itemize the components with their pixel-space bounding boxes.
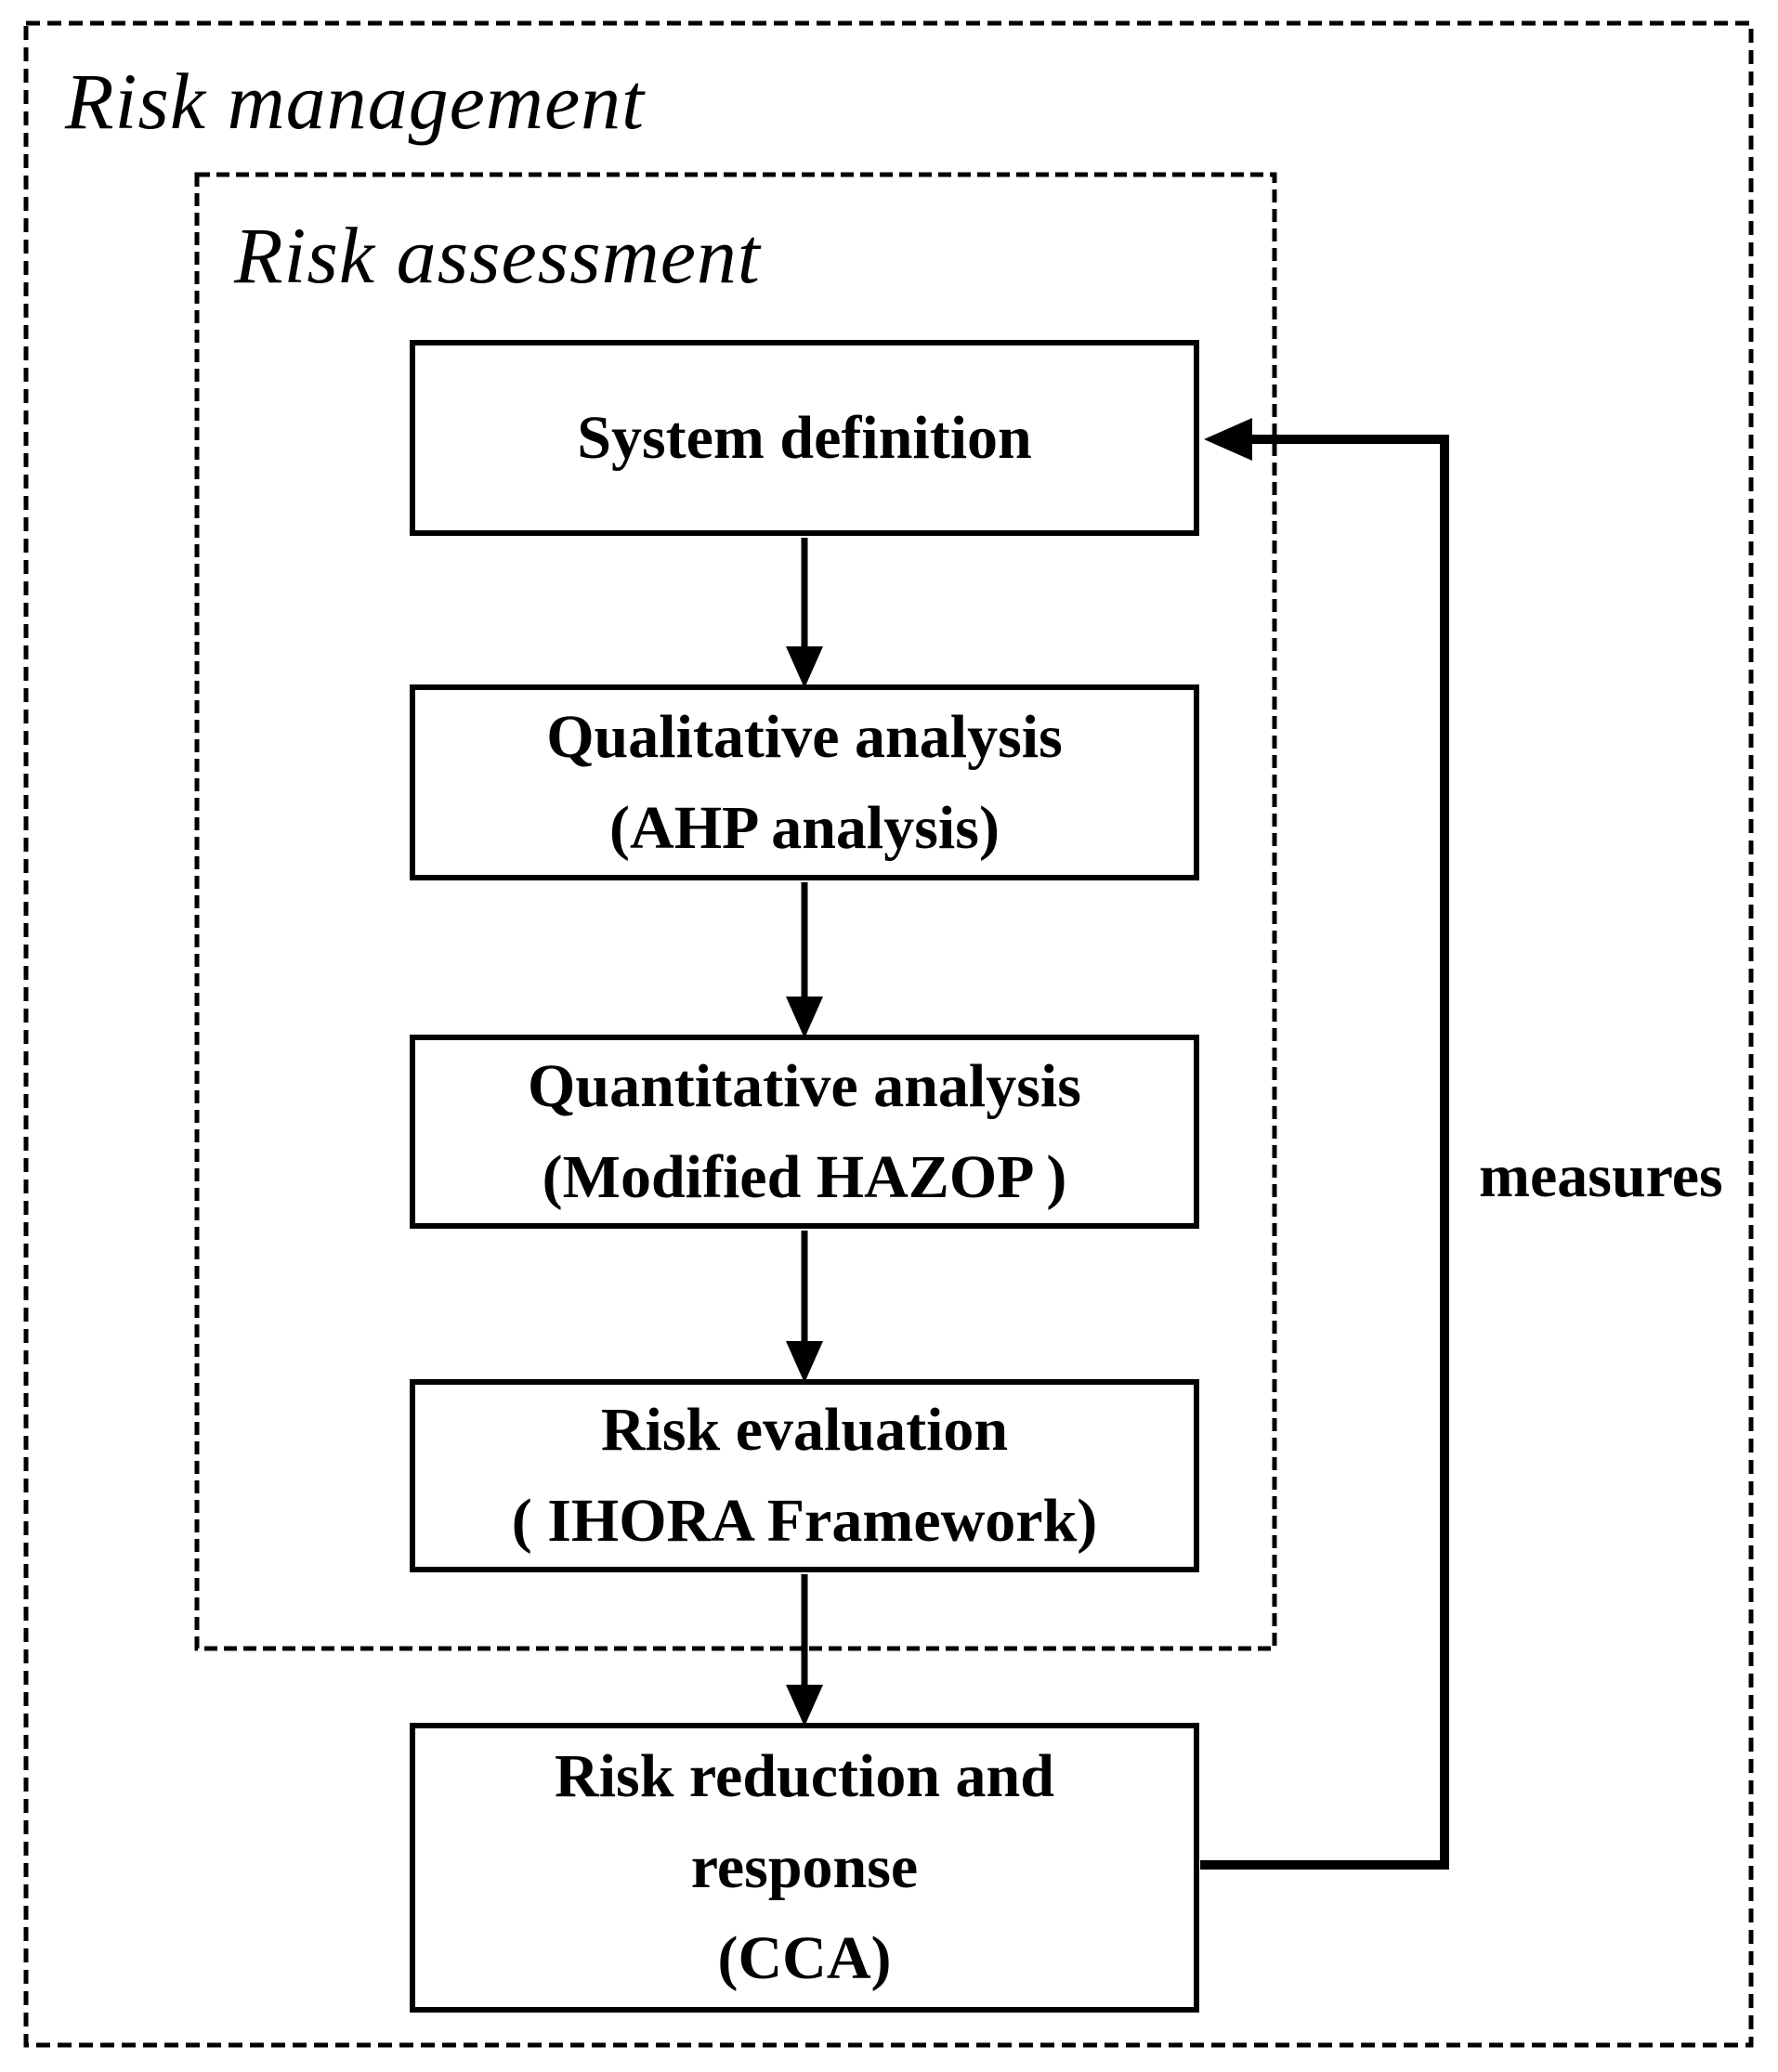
flow-box-quantitative-analysis: Quantitative analysis (Modified HAZOP ) — [410, 1035, 1199, 1229]
arrow-quantitative-to-evaluation — [786, 1231, 823, 1383]
flow-box-line: Risk reduction and — [555, 1742, 1054, 1810]
flow-box-line: Quantitative analysis — [528, 1051, 1081, 1120]
arrow-evaluation-to-reduction — [786, 1574, 823, 1727]
arrow-qualitative-to-quantitative — [786, 882, 823, 1038]
flow-box-line: (AHP analysis) — [609, 793, 1000, 862]
risk-management-frame — [23, 20, 1754, 2048]
flow-box-line: Risk evaluation — [600, 1396, 1009, 1464]
arrow-head-down-icon — [786, 646, 823, 688]
flow-box-risk-evaluation: Risk evaluation ( IHORA Framework) — [410, 1379, 1199, 1572]
arrow-system-to-qualitative — [786, 538, 823, 688]
flow-box-line: System definition — [577, 403, 1032, 472]
arrow-head-down-icon — [786, 997, 823, 1038]
flow-box-qualitative-analysis: Qualitative analysis (AHP analysis) — [410, 684, 1199, 880]
risk-assessment-label: Risk assessment — [234, 211, 761, 300]
feedback-arrow-shaft — [1200, 435, 1449, 1870]
arrow-head-left-icon — [1204, 418, 1252, 461]
risk-assessment-frame — [194, 172, 1277, 1651]
risk-management-label: Risk management — [65, 57, 646, 146]
flow-box-line: Qualitative analysis — [546, 702, 1063, 771]
flow-box-line: (Modified HAZOP ) — [542, 1142, 1067, 1211]
flow-box-line: (CCA) — [717, 1924, 892, 1992]
arrow-head-down-icon — [786, 1685, 823, 1727]
flow-box-system-definition: System definition — [410, 340, 1199, 536]
feedback-arrow-measures — [1200, 418, 1449, 1870]
flow-box-line: ( IHORA Framework) — [511, 1487, 1098, 1555]
flow-box-risk-reduction-response: Risk reduction and response (CCA) — [410, 1723, 1199, 2013]
arrow-head-down-icon — [786, 1341, 823, 1383]
measures-label: measures — [1479, 1142, 1723, 1210]
flow-box-line: response — [690, 1833, 919, 1901]
